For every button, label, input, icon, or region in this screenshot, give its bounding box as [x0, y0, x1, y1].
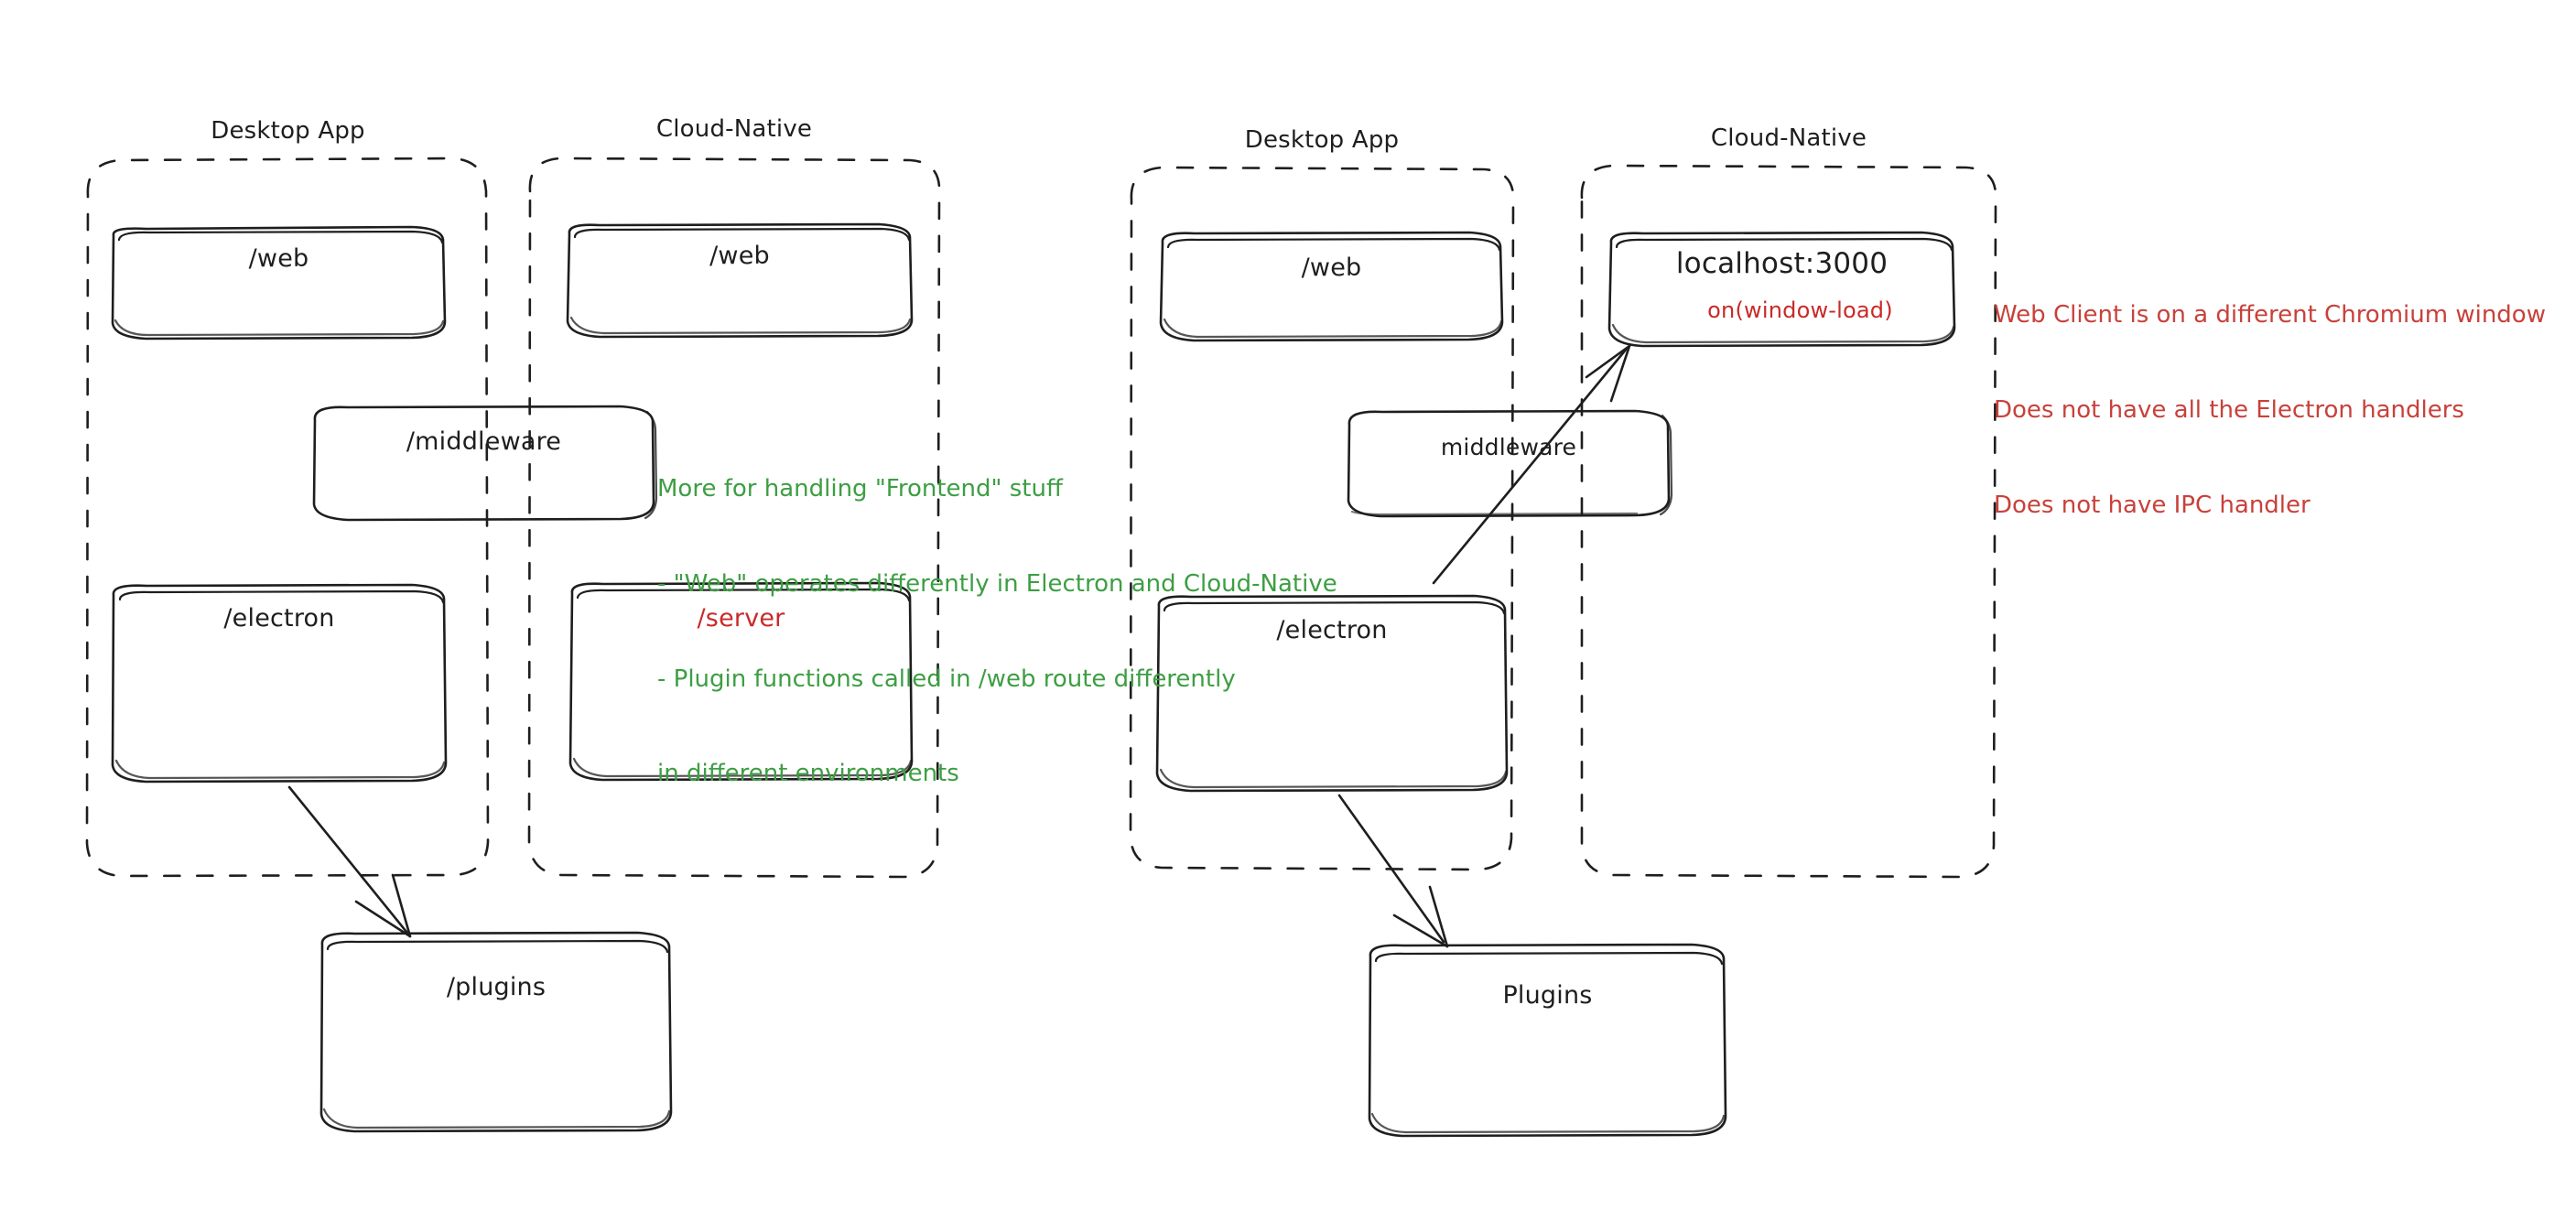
group-title-right-desktop-app: Desktop App [1244, 126, 1400, 154]
annotation-frontend-note: More for handling "Frontend" stuff - "We… [657, 410, 1337, 853]
annotation-line: in different environments [657, 760, 959, 788]
node-outline-right-localhost [1607, 231, 1956, 348]
node-sublabel-right-localhost-on-window-load: on(window-load) [1707, 297, 1893, 323]
annotation-line: - "Web" operates differently in Electron… [657, 569, 1337, 598]
node-label-left-web-cloud[interactable]: /web [709, 242, 770, 270]
group-outline-right-cloud-native [1580, 164, 1997, 879]
node-outline-left-web-cloud [566, 222, 914, 339]
annotation-line: Does not have IPC handler [1994, 491, 2311, 519]
node-label-right-web[interactable]: /web [1301, 254, 1362, 282]
node-label-left-plugins[interactable]: /plugins [446, 973, 547, 1001]
group-title-left-cloud-native: Cloud-Native [655, 115, 813, 143]
arrow-right-electron-to-localhost [1432, 344, 1631, 585]
node-label-right-plugins[interactable]: Plugins [1502, 981, 1593, 1010]
group-title-left-desktop-app: Desktop App [211, 117, 365, 145]
node-outline-left-middleware [312, 405, 658, 522]
node-outline-right-middleware [1347, 409, 1673, 518]
node-outline-right-web [1159, 231, 1504, 342]
node-outline-right-electron [1155, 594, 1509, 793]
arrow-right-electron-to-plugins [1337, 794, 1449, 948]
annotation-line: Does not have all the Electron handlers [1994, 395, 2464, 424]
node-label-left-middleware[interactable]: /middleware [406, 427, 562, 456]
group-outline-left-cloud-native [527, 157, 941, 879]
node-outline-left-electron [111, 583, 448, 784]
arrow-left-electron-to-plugins [287, 785, 412, 938]
node-label-left-web[interactable]: /web [248, 244, 309, 273]
node-outline-right-plugins [1368, 943, 1727, 1138]
node-label-right-electron[interactable]: /electron [1276, 616, 1388, 644]
group-outline-right-desktop-app [1129, 166, 1515, 871]
node-label-right-localhost[interactable]: localhost:3000 [1675, 247, 1889, 280]
node-label-left-server[interactable]: /server [697, 604, 785, 632]
annotation-line: Web Client is on a different Chromium wi… [1994, 301, 2546, 330]
annotation-line: More for handling "Frontend" stuff [657, 475, 1063, 503]
node-outline-left-web [111, 225, 447, 340]
annotation-web-client-note: Web Client is on a different Chromium wi… [1994, 236, 2546, 584]
node-outline-left-server [568, 581, 914, 782]
node-label-left-electron[interactable]: /electron [223, 604, 335, 632]
group-title-right-cloud-native: Cloud-Native [1710, 124, 1867, 152]
annotation-line: - Plugin functions called in /web route … [657, 665, 1236, 693]
group-outline-left-desktop-app [85, 157, 490, 878]
node-label-right-middleware[interactable]: middleware [1440, 434, 1577, 460]
node-outline-left-plugins [319, 931, 673, 1133]
